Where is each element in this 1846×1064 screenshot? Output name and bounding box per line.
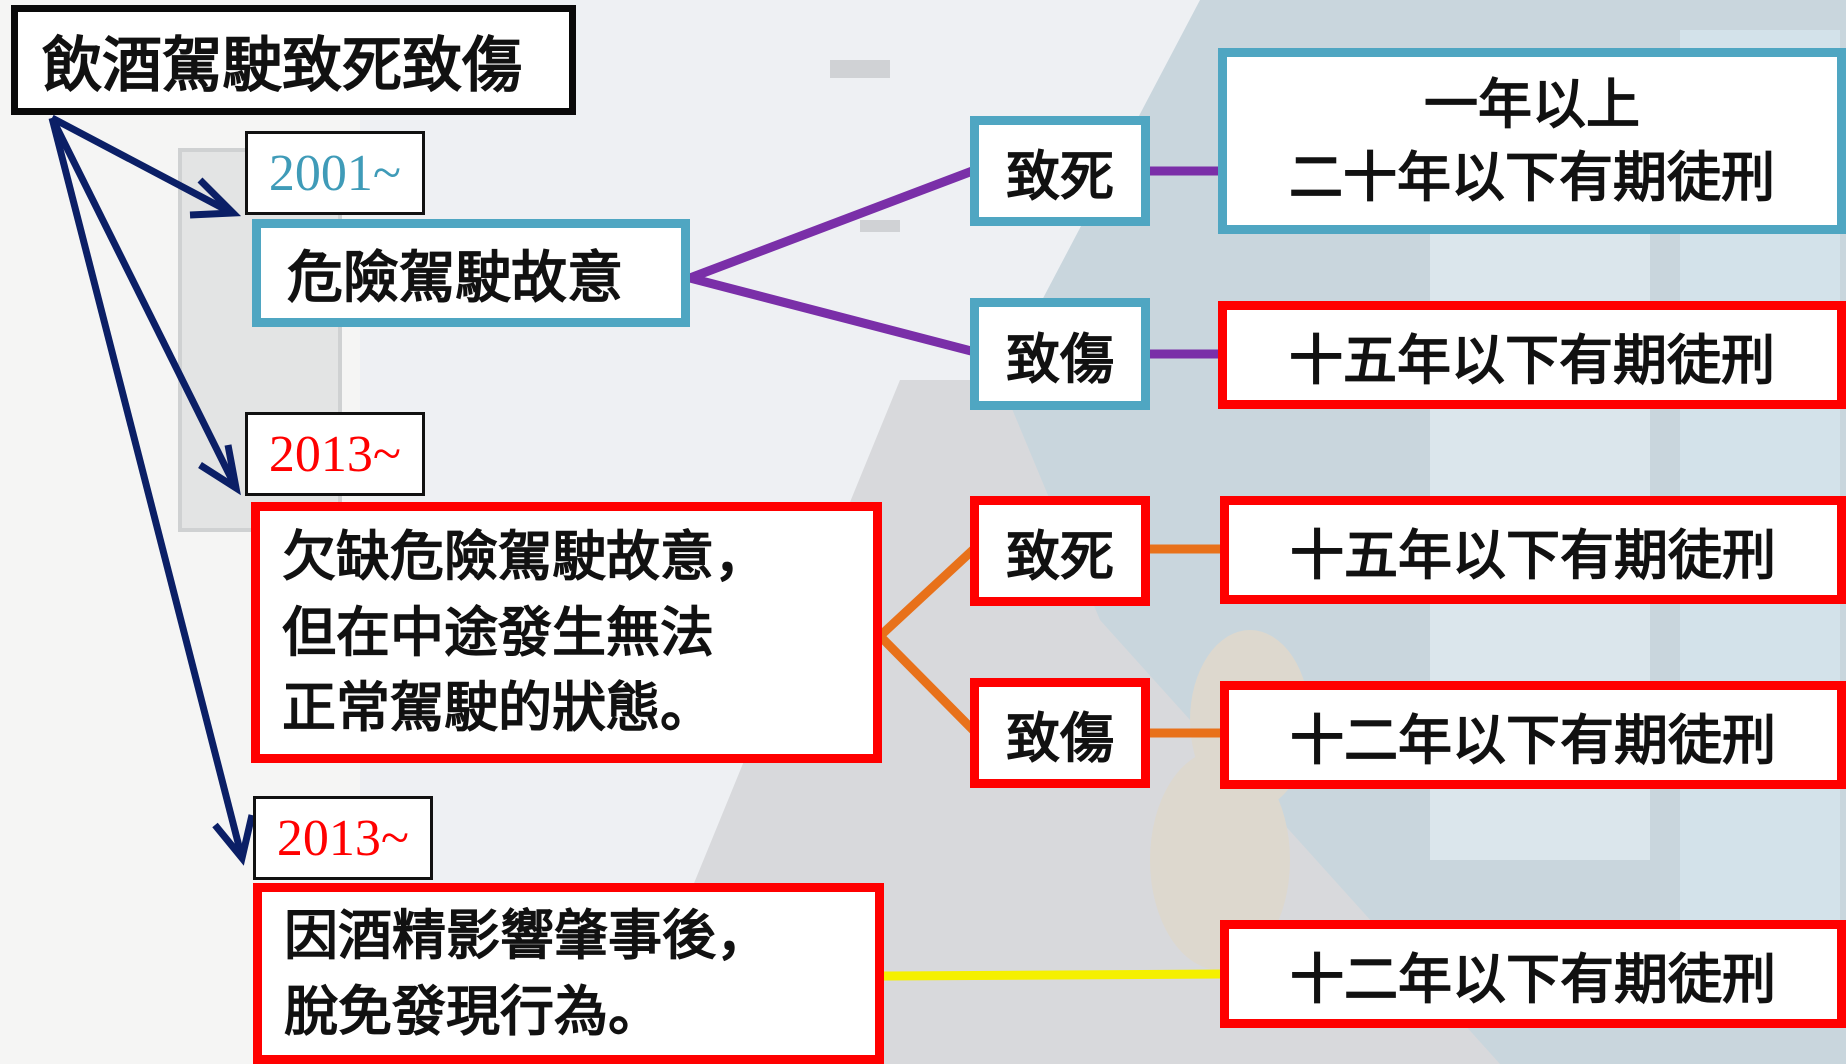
arrow-to-2013-a xyxy=(48,116,241,496)
arrow-to-2013-b xyxy=(48,117,256,866)
category-box-escape: 因酒精影響肇事後， 脫免發現行為。 xyxy=(253,883,884,1064)
line-orange-lower xyxy=(876,632,979,736)
outcome-death-box-1: 致死 xyxy=(970,116,1150,226)
outcome-injury-box-2: 致傷 xyxy=(970,678,1150,788)
page-title: 飲酒駕駛致死致傷 xyxy=(42,30,522,101)
category-text: 欠缺危險駕駛故意， 但在中途發生無法 正常駕駛的狀態。 xyxy=(282,524,768,740)
penalty-box-1-death: 一年以上 二十年以下有期徒刑 xyxy=(1218,48,1846,234)
line-purple-lower xyxy=(688,273,977,357)
penalty-box-2-injury: 十二年以下有期徒刑 xyxy=(1220,681,1846,789)
category-box-dangerous-driving: 危險駕駛故意 xyxy=(252,219,690,327)
penalty-box-1-injury: 十五年以下有期徒刑 xyxy=(1218,301,1846,409)
line-orange-upper xyxy=(876,544,979,640)
title-box: 飲酒駕駛致死致傷 xyxy=(11,5,576,115)
outcome-injury-box-1: 致傷 xyxy=(970,298,1150,410)
penalty-box-2-death: 十五年以下有期徒刑 xyxy=(1220,496,1846,604)
arrow-to-2001 xyxy=(50,114,242,219)
year-label-2013-a: 2013~ xyxy=(245,412,425,496)
year-label-2001: 2001~ xyxy=(245,131,425,215)
category-text: 危險駕駛故意 xyxy=(287,244,623,311)
category-text: 因酒精影響肇事後， 脫免發現行為。 xyxy=(284,902,770,1043)
outcome-death-box-2: 致死 xyxy=(970,496,1150,606)
penalty-box-3: 十二年以下有期徒刑 xyxy=(1220,920,1846,1028)
line-purple-upper xyxy=(688,165,977,283)
category-box-no-intent: 欠缺危險駕駛故意， 但在中途發生無法 正常駕駛的狀態。 xyxy=(251,502,882,763)
year-label-2013-b: 2013~ xyxy=(253,796,433,880)
line-yellow xyxy=(881,969,1223,981)
